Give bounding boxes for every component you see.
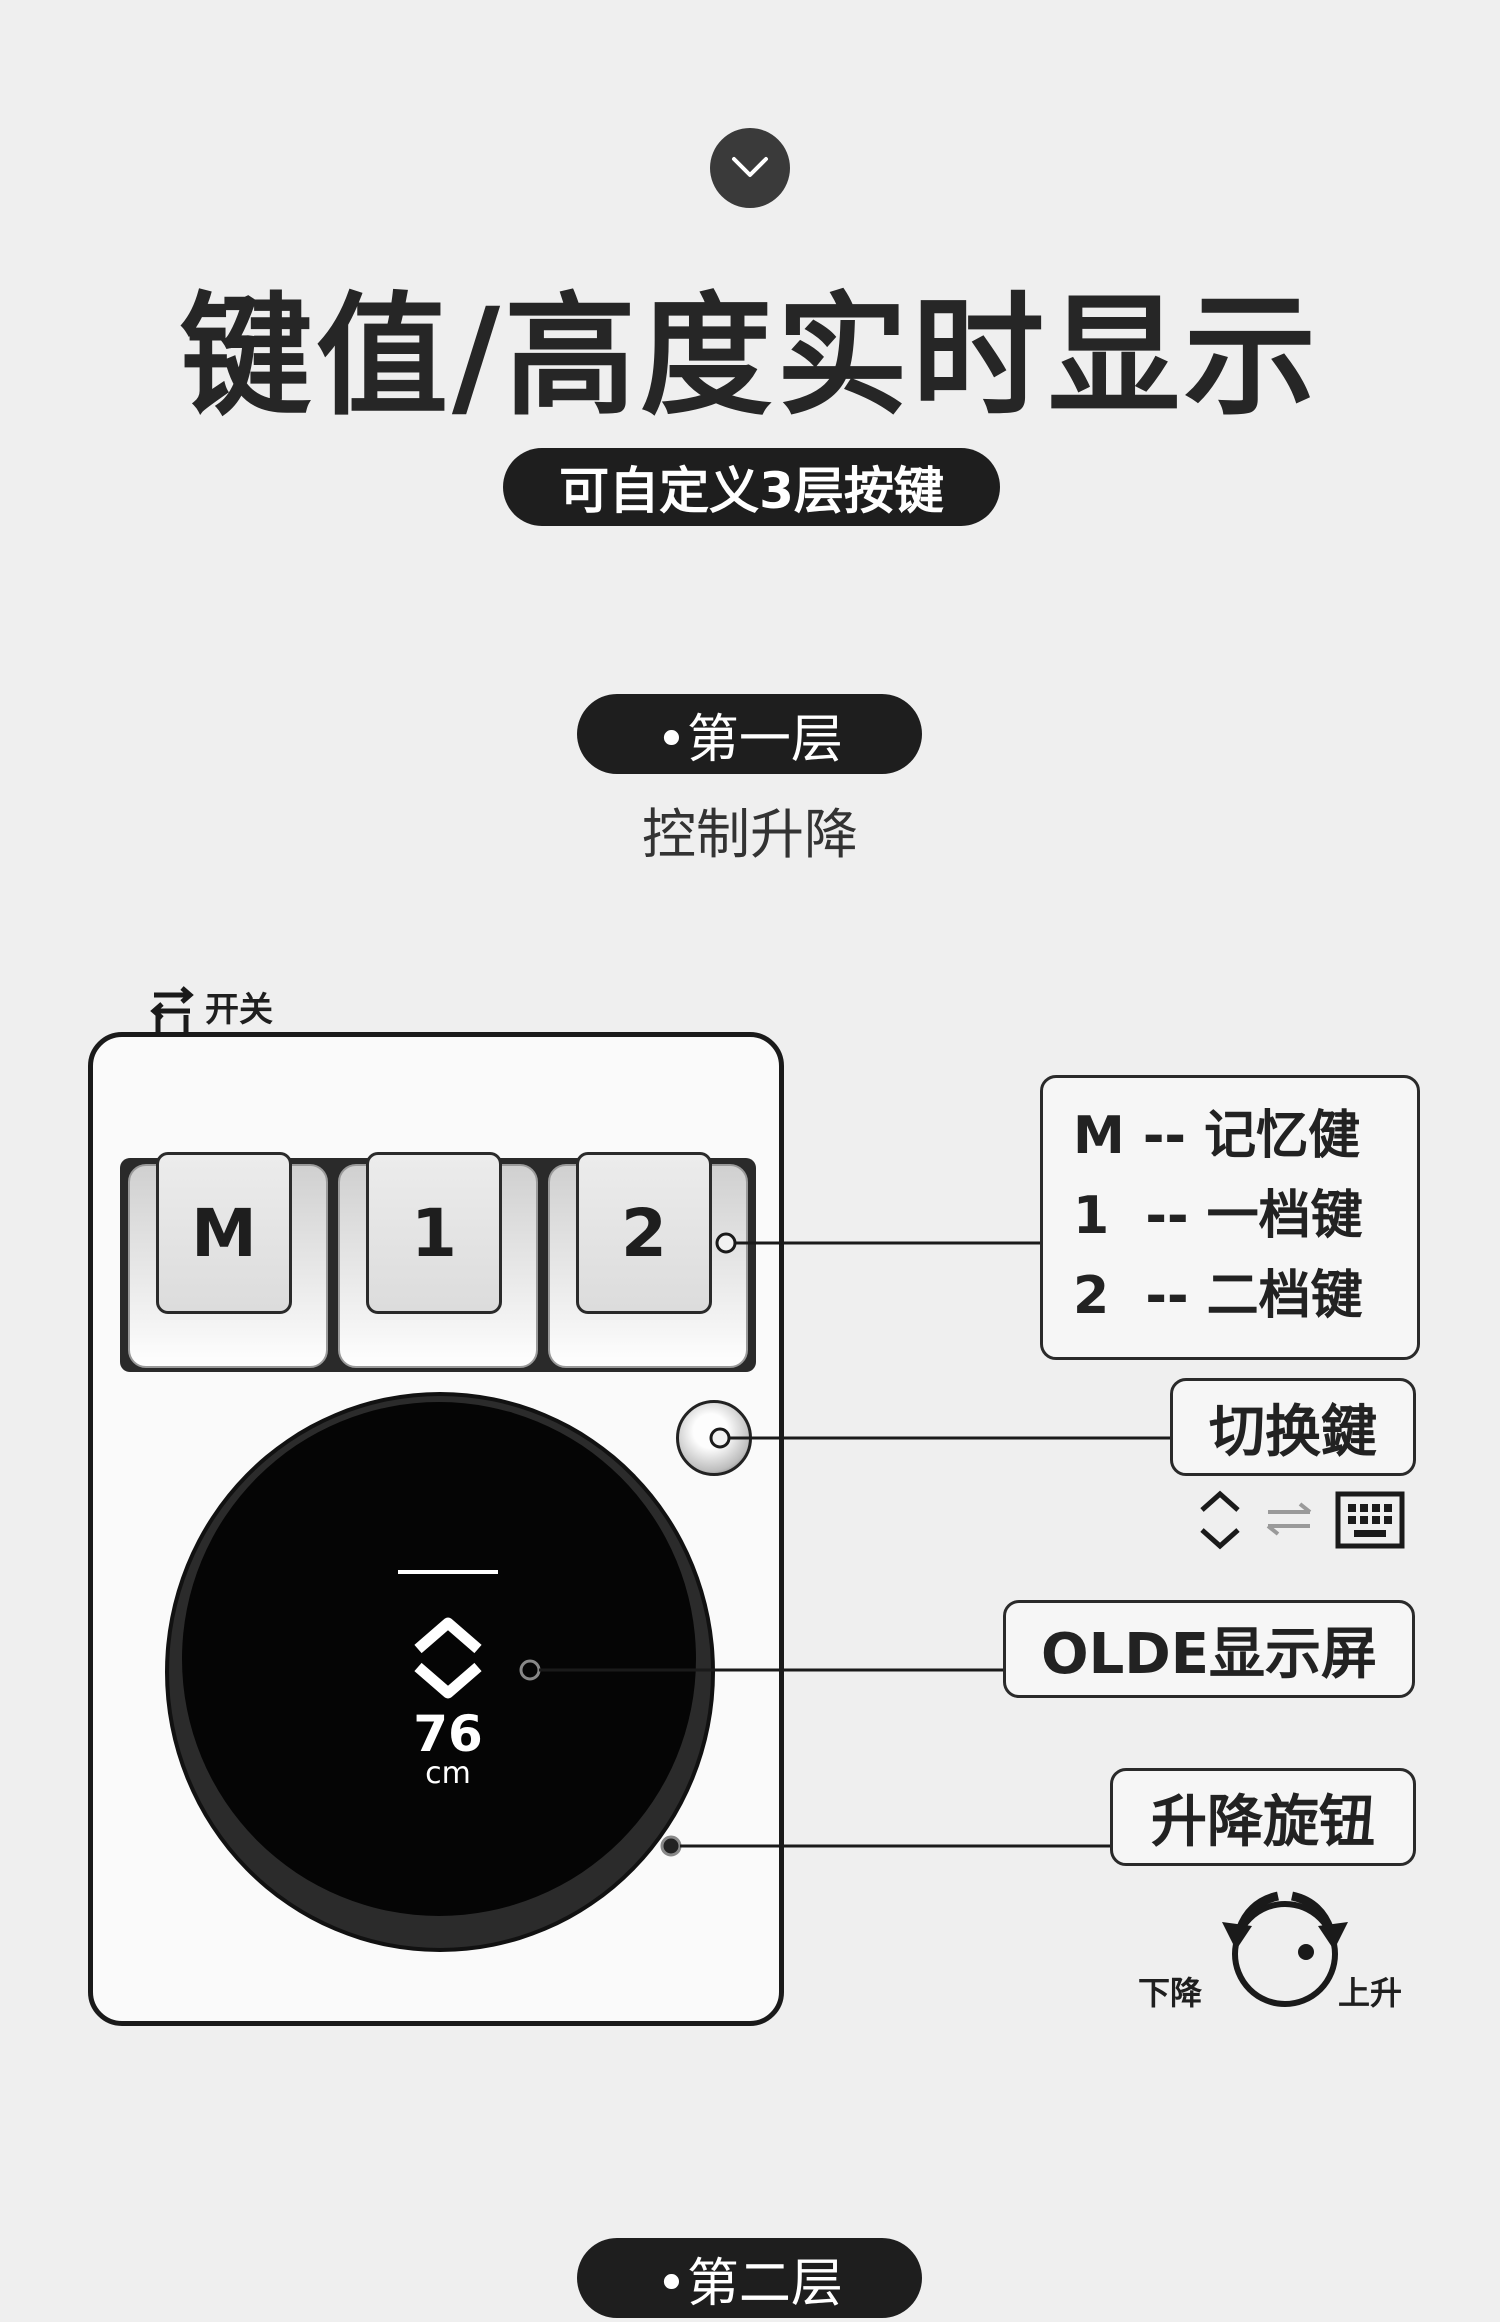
memory-key-label: M: [156, 1152, 292, 1314]
knob-down-label: 下降: [1138, 1974, 1203, 2012]
layer-1-description: 控制升降: [642, 803, 858, 866]
up-down-chevron-icon: [410, 1615, 486, 1705]
oled-callout: OLDE显示屏: [1003, 1600, 1415, 1698]
memory-key[interactable]: M: [128, 1152, 328, 1368]
knob-callout: 升降旋钮: [1110, 1768, 1416, 1866]
height-value: 76: [413, 1705, 483, 1763]
switch-arrows-icon: [150, 985, 194, 1039]
gear-2-key[interactable]: 2: [548, 1152, 748, 1368]
knob-up-label: 上升: [1338, 1974, 1403, 2012]
page-title: 键值/高度实时显示: [179, 280, 1321, 434]
key-legend: M -- 记忆健 1 -- 一档键 2 -- 二档键: [1040, 1075, 1420, 1360]
chevron-down-icon: [710, 128, 790, 208]
gear-2-key-label: 2: [576, 1152, 712, 1314]
up-down-chevron-icon: [1200, 1490, 1240, 1550]
gear-1-key-label: 1: [366, 1152, 502, 1314]
subtitle-badge: 可自定义3层按键: [503, 448, 1000, 526]
switch-key-callout: 切换鍵: [1170, 1378, 1416, 1476]
rotate-knob-icon: [1170, 1890, 1400, 2014]
layer-1-badge: •第一层: [577, 694, 922, 774]
layer-2-badge: •第二层: [577, 2238, 922, 2318]
gear-1-key[interactable]: 1: [338, 1152, 538, 1368]
legend-row: 2 -- 二档键: [1073, 1266, 1363, 1326]
power-switch-label: 开关: [205, 990, 273, 1030]
swap-arrows-icon: [1266, 1502, 1312, 1536]
oled-divider: [398, 1570, 498, 1574]
legend-row: M -- 记忆健: [1073, 1106, 1361, 1166]
oled-display: [182, 1402, 696, 1916]
keyboard-icon: [1335, 1491, 1405, 1549]
mode-icons: [1198, 1486, 1408, 1560]
legend-row: 1 -- 一档键: [1073, 1186, 1363, 1246]
height-unit: cm: [425, 1756, 471, 1791]
